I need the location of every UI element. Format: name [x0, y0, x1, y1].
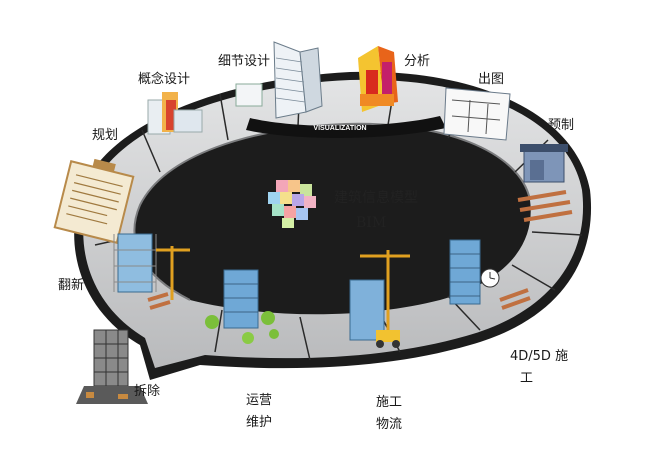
4d5d-construction-icon: [449, 239, 531, 310]
stage-label-prefab: 预制: [548, 118, 575, 133]
stage-label-demolition: 拆除: [134, 384, 161, 399]
visualization-banner-text: VISUALIZATION: [313, 125, 366, 132]
stage-label-detail-design: 细节设计: [218, 54, 271, 69]
floor-plan-drawing-icon: [443, 87, 511, 141]
analysis-heatmap-building-icon: [358, 46, 398, 112]
center-subtitle: BIM: [356, 215, 387, 231]
stage-label-renovation: 翻新: [58, 278, 85, 293]
stage-label-4d5d-construction: 4D/5D 施 工: [510, 349, 569, 386]
stage-label-analysis: 分析: [404, 54, 431, 69]
center-title: 建筑信息模型: [334, 190, 418, 206]
prefab-factory-icon: [517, 144, 573, 222]
stage-label-concept-design: 概念设计: [138, 72, 191, 87]
stage-label-planning: 规划: [92, 128, 119, 143]
stage-label-operation: 运营 维护: [246, 393, 273, 430]
logistics-crane-icon: [349, 250, 410, 348]
stage-label-drawing: 出图: [478, 72, 505, 87]
stage-label-logistics: 施工 物流: [376, 395, 403, 432]
demolition-building-icon: [76, 329, 148, 404]
detail-design-building-icon: [235, 41, 323, 119]
clipboard-icon: [53, 158, 135, 244]
bim-cube-logo: [268, 180, 316, 228]
renovation-scaffold-icon: [113, 233, 190, 310]
operation-building-icon: [205, 269, 279, 344]
visualization-banner: [246, 116, 446, 138]
concept-design-model-icon: [147, 92, 203, 135]
